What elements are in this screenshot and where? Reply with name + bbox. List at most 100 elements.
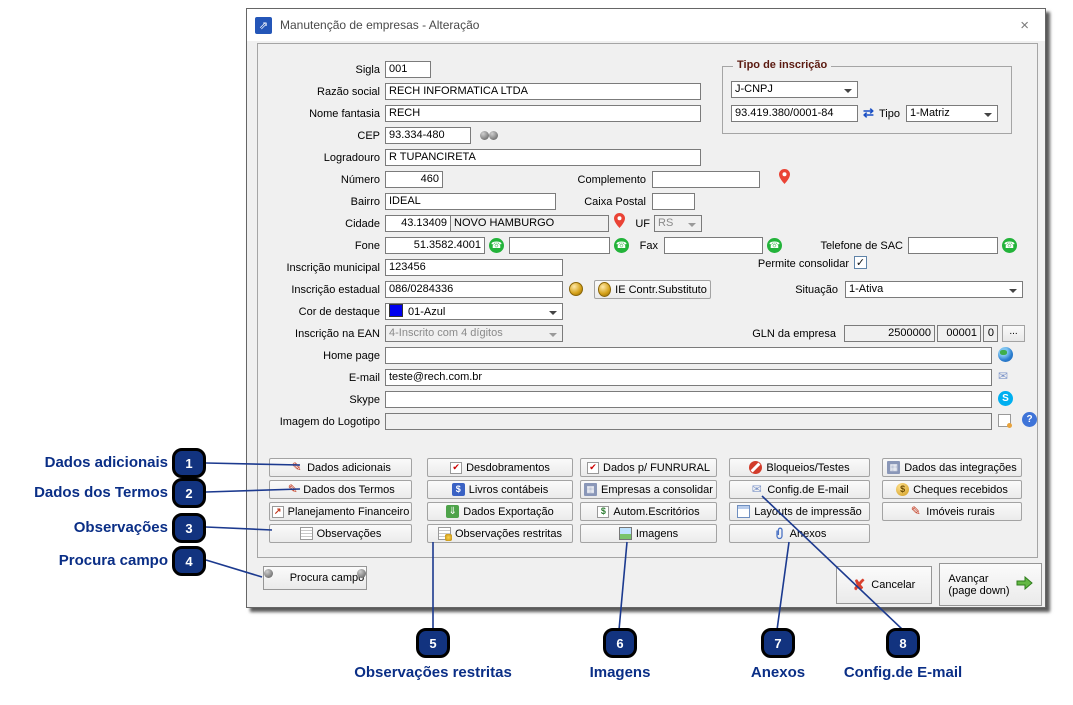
dados-funrural-button[interactable]: ✔Dados p/ FUNRURAL [580, 458, 717, 477]
close-icon[interactable]: × [1020, 16, 1029, 34]
fone-field[interactable]: 51.3582.4001 [385, 237, 485, 254]
form-panel: Sigla 001 Razão social RECH INFORMATICA … [257, 43, 1038, 558]
globe-icon[interactable] [998, 347, 1013, 362]
money-doc-icon: $ [597, 505, 610, 518]
cidade-label: Cidade [345, 218, 380, 230]
fone-label: Fone [354, 240, 380, 252]
home-page-label: Home page [323, 350, 380, 362]
fax-label: Fax [639, 240, 658, 252]
gln-label: GLN da empresa [752, 328, 836, 340]
complemento-field[interactable] [652, 171, 760, 188]
sigla-field[interactable]: 001 [385, 61, 431, 78]
config-email-button[interactable]: ✉Config.de E-mail [729, 480, 870, 499]
skype-label: Skype [349, 394, 380, 406]
numero-field[interactable]: 460 [385, 171, 443, 188]
cep-search-icon[interactable] [480, 129, 498, 142]
moneybag-icon: $ [896, 483, 910, 496]
fone2-field[interactable] [509, 237, 610, 254]
imagens-button[interactable]: Imagens [580, 524, 717, 543]
observacoes-button[interactable]: Observações [269, 524, 412, 543]
whatsapp-icon[interactable]: ☎ [767, 238, 782, 253]
whatsapp-icon[interactable]: ☎ [489, 238, 504, 253]
whatsapp-icon[interactable]: ☎ [1002, 238, 1017, 253]
tipo-inscricao-group: Tipo de inscrição J-CNPJ 93.419.380/0001… [722, 59, 1012, 134]
dados-integracoes-button[interactable]: ▦Dados das integrações [882, 458, 1022, 477]
cep-label: CEP [357, 130, 380, 142]
nome-fantasia-label: Nome fantasia [309, 108, 380, 120]
anexos-button[interactable]: Anexos [729, 524, 870, 543]
help-icon[interactable]: ? [1022, 412, 1037, 427]
annotation-label-anexos: Anexos [750, 664, 806, 681]
pencil-icon: ✎ [910, 504, 921, 518]
callout-badge-1: 1 [172, 448, 206, 478]
empresas-consolidar-button[interactable]: ▦Empresas a consolidar [580, 480, 717, 499]
map-pin-icon[interactable] [779, 169, 790, 189]
skype-icon[interactable]: S [998, 391, 1013, 406]
callout-badge-3: 3 [172, 513, 206, 543]
callout-badge-2: 2 [172, 478, 206, 508]
imoveis-rurais-button[interactable]: ✎Imóveis rurais [882, 502, 1022, 521]
dados-termos-button[interactable]: ✎Dados dos Termos [269, 480, 412, 499]
avancar-button[interactable]: Avançar (page down) [939, 563, 1042, 606]
tipo-label: Tipo [879, 108, 900, 120]
bloqueios-testes-button[interactable]: Bloqueios/Testes [729, 458, 870, 477]
imagem-logotipo-field [385, 413, 992, 430]
gln-more-button[interactable]: ... [1002, 325, 1025, 342]
whatsapp-icon[interactable]: ☎ [614, 238, 629, 253]
map-pin-icon[interactable] [614, 213, 625, 233]
inscricao-estadual-field[interactable]: 086/0284336 [385, 281, 563, 298]
pencil-icon: ✎ [287, 482, 298, 496]
cancelar-button[interactable]: ✘ Cancelar [836, 566, 932, 604]
sac-field[interactable] [908, 237, 998, 254]
cabinet-icon: ▦ [887, 461, 901, 474]
tipo-doc-select[interactable]: J-CNPJ [731, 81, 858, 98]
callout-badge-7: 7 [761, 628, 795, 658]
cnpj-verify-icon[interactable]: ⇄ [863, 105, 874, 120]
chart-icon: ↗ [271, 505, 284, 518]
lock-note-icon [438, 527, 452, 541]
bairro-field[interactable]: IDEAL [385, 193, 556, 210]
dados-exportacao-button[interactable]: ⇓Dados Exportação [427, 502, 573, 521]
cep-field[interactable]: 93.334-480 [385, 127, 471, 144]
permite-consolidar-checkbox[interactable]: ✓ [854, 256, 867, 269]
email-field[interactable]: teste@rech.com.br [385, 369, 992, 386]
razao-social-label: Razão social [317, 86, 380, 98]
annotation-label-dados-adicionais: Dados adicionais [44, 454, 168, 471]
annotation-label-observacoes: Observações [73, 519, 168, 536]
logo-preview-icon[interactable] [998, 414, 1012, 428]
desdobramentos-button[interactable]: ✔Desdobramentos [427, 458, 573, 477]
caixa-postal-field[interactable] [652, 193, 695, 210]
procura-campo-button[interactable]: Procura campo [263, 566, 367, 590]
ie-contr-substituto-button[interactable]: IE Contr.Substituto [594, 280, 711, 299]
inscricao-municipal-field[interactable]: 123456 [385, 259, 563, 276]
logradouro-field[interactable]: R TUPANCIRETA [385, 149, 701, 166]
livros-contabeis-button[interactable]: $Livros contábeis [427, 480, 573, 499]
note-icon [299, 527, 313, 540]
coin-icon [598, 282, 612, 297]
complemento-label: Complemento [577, 174, 646, 186]
tipo-select[interactable]: 1-Matriz [906, 105, 998, 122]
nome-fantasia-field[interactable]: RECH [385, 105, 701, 122]
fax-field[interactable] [664, 237, 763, 254]
planejamento-financeiro-button[interactable]: ↗Planejamento Financeiro [269, 502, 412, 521]
books-icon: $ [451, 483, 465, 496]
cheques-recebidos-button[interactable]: $Cheques recebidos [882, 480, 1022, 499]
dados-adicionais-button[interactable]: ✎Dados adicionais [269, 458, 412, 477]
cidade-name-field: NOVO HAMBURGO [450, 215, 609, 232]
layouts-impressao-button[interactable]: Layouts de impressão [729, 502, 870, 521]
cor-destaque-select[interactable]: 01-Azul [385, 303, 563, 320]
cidade-code-field[interactable]: 43.13409 [385, 215, 451, 232]
situacao-select[interactable]: 1-Ativa [845, 281, 1023, 298]
home-page-field[interactable] [385, 347, 992, 364]
envelope-icon[interactable]: ✉ [998, 369, 1009, 383]
skype-field[interactable] [385, 391, 992, 408]
color-swatch [389, 304, 403, 317]
cnpj-field[interactable]: 93.419.380/0001-84 [731, 105, 858, 122]
block-icon [749, 461, 763, 474]
ie-contr-substituto-label: IE Contr.Substituto [615, 283, 707, 296]
callout-badge-5: 5 [416, 628, 450, 658]
observacoes-restritas-button[interactable]: Observações restritas [427, 524, 573, 543]
razao-social-field[interactable]: RECH INFORMATICA LTDA [385, 83, 701, 100]
layout-icon [737, 505, 751, 518]
autom-escritorios-button[interactable]: $Autom.Escritórios [580, 502, 717, 521]
